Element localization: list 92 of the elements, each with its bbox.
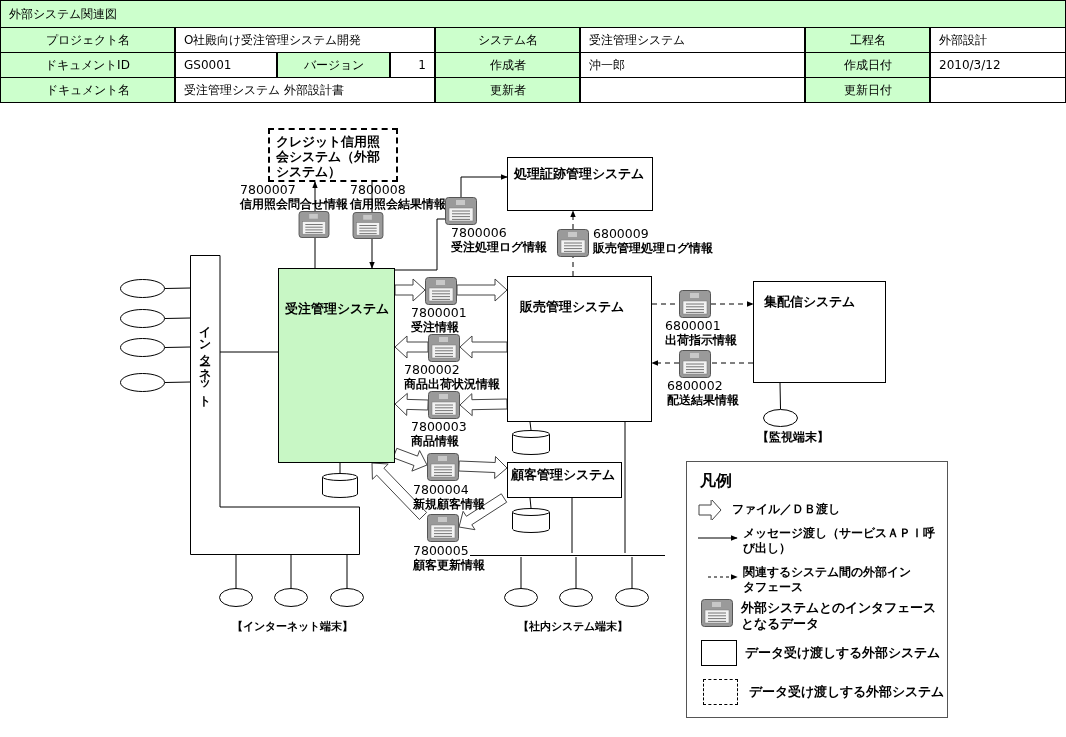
data-name-label: 受注処理ログ情報 [451, 240, 547, 254]
arrow [460, 174, 508, 198]
value-cell: 外部設計 [930, 27, 1066, 53]
block-arrow [394, 392, 429, 416]
data-name-label: 顧客更新情報 [413, 558, 485, 572]
data-id-label: 6800009 [593, 227, 650, 241]
system-box: 顧客管理システム [507, 462, 622, 498]
legend-label: メッセージ渡し（サービスＡＰＩ呼び出し） [743, 526, 936, 556]
data-name-label: 配送結果情報 [667, 393, 739, 407]
block-arrow [394, 278, 426, 302]
data-id-label: 7800007 [240, 183, 297, 197]
block-arrow [459, 335, 508, 359]
data-id-label: 7800003 [411, 420, 467, 434]
header-cell: 更新日付 [805, 77, 930, 103]
arrow [312, 181, 318, 212]
data-id-label: 7800006 [451, 226, 508, 240]
value-cell: 沖一郎 [580, 52, 805, 78]
connector-line [529, 497, 532, 509]
block-arrow [458, 456, 508, 479]
header-cell: 作成日付 [805, 52, 930, 78]
data-name-label: 受注情報 [411, 320, 460, 334]
connector-line [529, 421, 532, 431]
block-arrow [392, 447, 428, 472]
terminal-label: 【監視端末】 [757, 430, 829, 444]
connector-line [314, 237, 316, 269]
connector-line [346, 554, 348, 589]
arrow [710, 301, 754, 307]
connector-line [624, 421, 626, 554]
connector-line [235, 554, 237, 589]
header-cell: 工程名 [805, 27, 930, 53]
value-cell: 受注管理システム 外部設計書 [175, 77, 435, 103]
header-cell: システム名 [435, 27, 580, 53]
data-name-label: 出荷指示情報 [665, 333, 737, 347]
connector-line [164, 346, 191, 348]
block-arrow [394, 335, 429, 359]
data-id-label: 7800001 [411, 306, 467, 320]
header-cell: ドキュメントID [0, 52, 175, 78]
system-box: 集配信システム [753, 281, 886, 383]
connector-line [290, 554, 292, 589]
connector-line [164, 317, 191, 319]
legend-label: 外部システムとのインタフェースとなるデータ [741, 600, 937, 631]
title-bar: 外部システム関連図 [0, 0, 1066, 28]
legend-label: ファイル／ＤＢ渡し [732, 502, 841, 517]
block-arrow [458, 493, 508, 531]
terminal-label: 【社内システム端末】 [518, 619, 628, 634]
data-name-label: 商品出荷状況情報 [404, 377, 500, 391]
data-id-label: 6800002 [667, 379, 724, 393]
value-cell: 受注管理システム [580, 27, 805, 53]
header-cell: バージョン [277, 52, 390, 78]
block-arrow [456, 278, 508, 302]
connector-line [520, 556, 522, 589]
connector-line [779, 382, 781, 410]
system-box: 処理証跡管理システム [507, 157, 653, 211]
connector-line [710, 362, 754, 364]
data-id-label: 7800002 [404, 363, 461, 377]
data-name-label: 新規顧客情報 [413, 497, 485, 511]
data-name-label: 販売管理処理ログ情報 [593, 241, 713, 255]
arrow [570, 210, 576, 230]
data-name-label: 商品情報 [411, 434, 460, 448]
legend-label: 関連するシステム間の外部インタフェース [743, 565, 912, 595]
legend-title: 凡例 [700, 471, 732, 492]
header-cell: 更新者 [435, 77, 580, 103]
connector-line [164, 381, 191, 383]
legend-label: データ受け渡しする外部システム [749, 684, 945, 700]
header-cell: 作成者 [435, 52, 580, 78]
system-box: クレジット信用照会システム（外部システム） [268, 128, 398, 182]
connector-line [631, 556, 633, 589]
terminal-label: 【インターネット端末】 [232, 619, 353, 634]
header-cell: ドキュメント名 [0, 77, 175, 103]
network-line [470, 555, 665, 556]
connector-line [394, 218, 446, 271]
system-box: 販売管理システム [507, 276, 652, 422]
data-id-label: 7800008 [350, 183, 407, 197]
arrow [369, 238, 375, 269]
legend-label: データ受け渡しする外部システム [745, 645, 941, 661]
connector-line [571, 497, 573, 554]
data-id-label: 7800005 [413, 544, 470, 558]
data-id-label: 7800004 [413, 483, 470, 497]
connector-line [219, 351, 279, 353]
system-box: 受注管理システム [278, 268, 395, 463]
connector-line [371, 181, 373, 213]
connector-line [575, 556, 577, 589]
connector-line [164, 287, 191, 289]
data-name-label: 信用照会問合せ情報 [240, 197, 348, 211]
block-arrow [371, 462, 428, 520]
value-cell: 2010/3/12 [930, 52, 1066, 78]
block-arrow [459, 393, 508, 417]
connector-line [339, 462, 341, 474]
data-name-label: 信用照会結果情報 [350, 197, 446, 211]
data-id-label: 6800001 [665, 319, 722, 333]
header-cell: プロジェクト名 [0, 27, 175, 53]
arrow [651, 360, 680, 366]
